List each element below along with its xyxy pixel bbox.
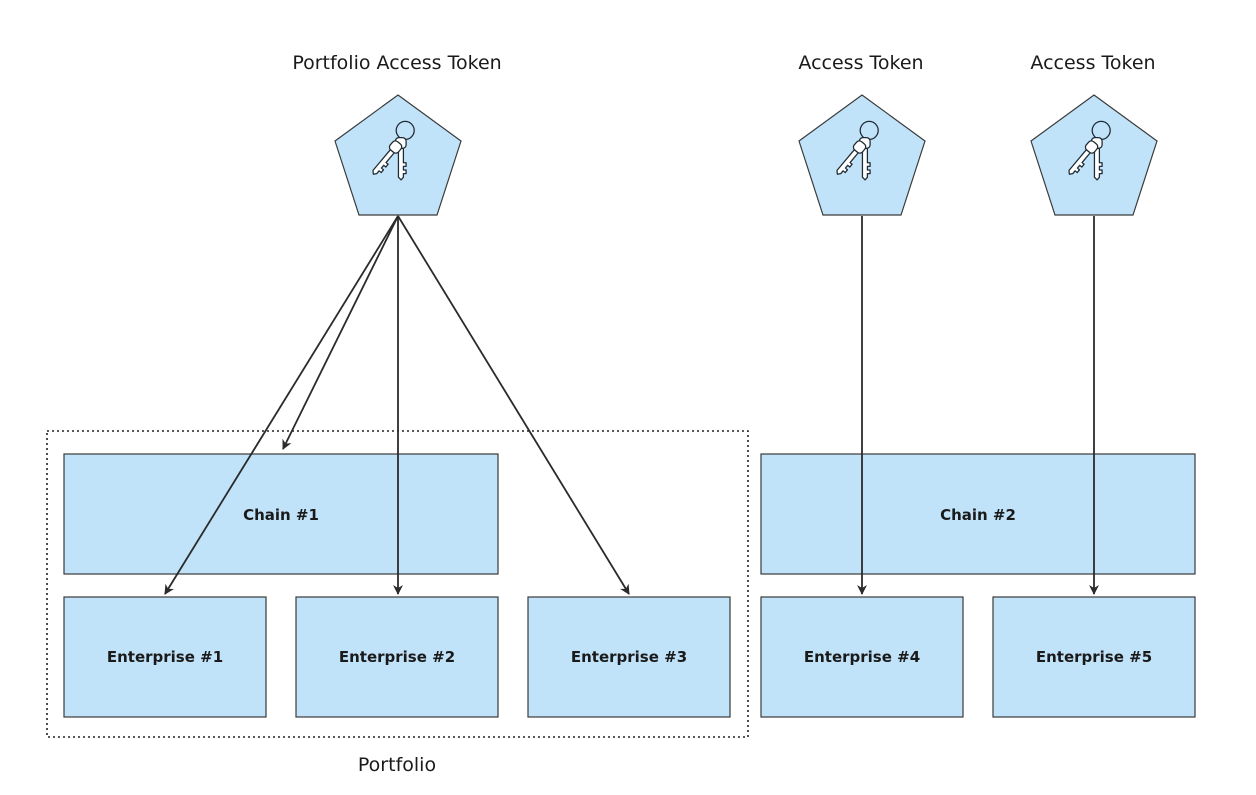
portfolio-group-label: Portfolio bbox=[358, 754, 436, 776]
enterprise-4-label: Enterprise #4 bbox=[804, 648, 920, 666]
enterprise-4-node[interactable]: Enterprise #4 bbox=[760, 596, 964, 718]
edge-portfolio-token-to-chain-1 bbox=[282, 215, 399, 450]
chain-2-label: Chain #2 bbox=[940, 506, 1016, 524]
chain-2-node[interactable]: Chain #2 bbox=[760, 453, 1196, 575]
enterprise-5-label: Enterprise #5 bbox=[1036, 648, 1152, 666]
enterprise-1-node[interactable]: Enterprise #1 bbox=[63, 596, 267, 718]
enterprise-2-label: Enterprise #2 bbox=[339, 648, 455, 666]
enterprise-1-label: Enterprise #1 bbox=[107, 648, 223, 666]
chain-1-node[interactable]: Chain #1 bbox=[63, 453, 499, 575]
chain-1-label: Chain #1 bbox=[243, 506, 319, 524]
enterprise-5-node[interactable]: Enterprise #5 bbox=[992, 596, 1196, 718]
portfolio-access-token-label: Portfolio Access Token bbox=[292, 52, 501, 74]
edge-portfolio-token-to-enterprise-3 bbox=[397, 215, 630, 595]
access-token-enterprise-4[interactable]: Access Token bbox=[798, 52, 926, 216]
access-token-label: Access Token bbox=[798, 52, 923, 74]
enterprise-3-label: Enterprise #3 bbox=[571, 648, 687, 666]
enterprise-2-node[interactable]: Enterprise #2 bbox=[295, 596, 499, 718]
access-token-enterprise-5[interactable]: Access Token bbox=[1030, 52, 1158, 216]
enterprise-3-node[interactable]: Enterprise #3 bbox=[527, 596, 731, 718]
portfolio-access-token[interactable]: Portfolio Access Token bbox=[292, 52, 502, 216]
access-token-label: Access Token bbox=[1030, 52, 1155, 74]
edge-portfolio-token-to-enterprise-1 bbox=[164, 215, 399, 595]
